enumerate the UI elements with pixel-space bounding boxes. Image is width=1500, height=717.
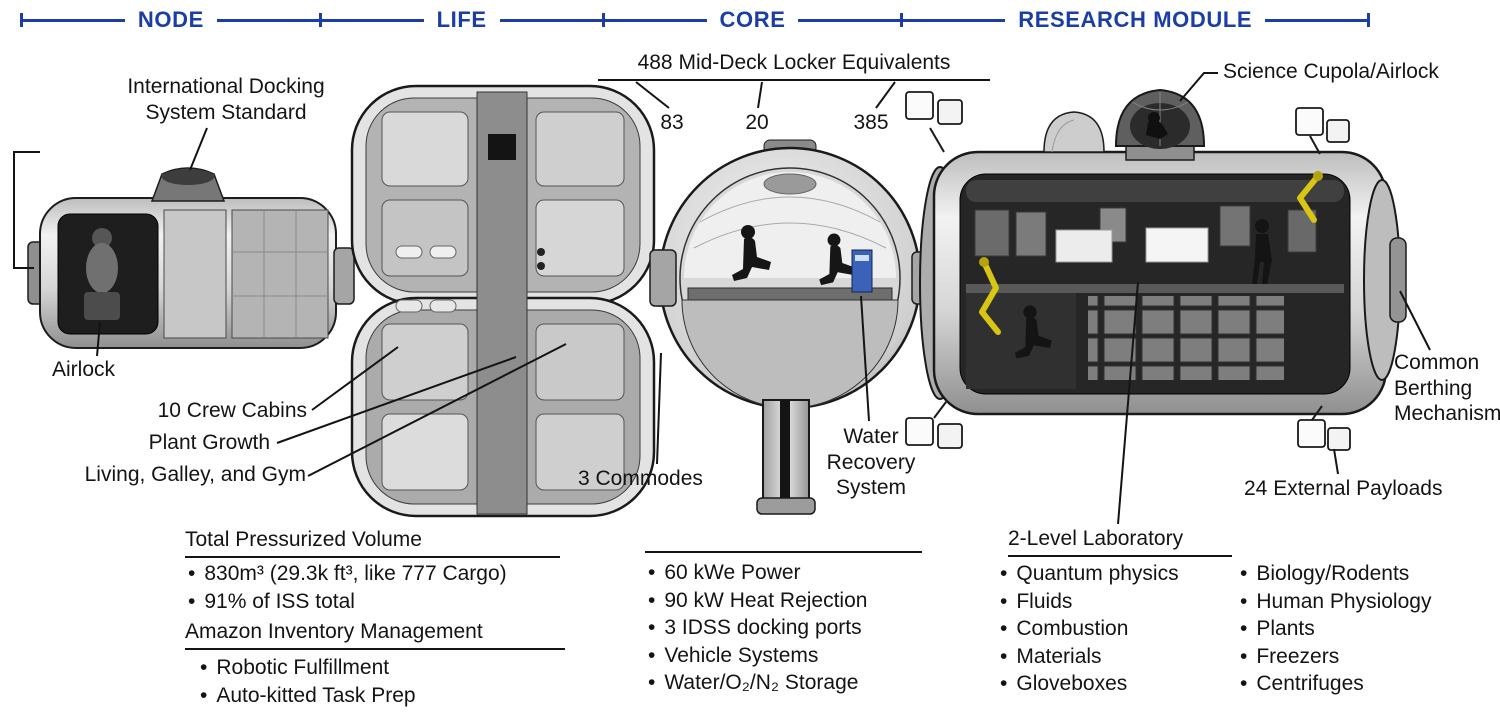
ruler-end-tick [20, 13, 23, 27]
bullet-item: Quantum physics [1000, 560, 1178, 588]
leader-cbm [1399, 290, 1431, 351]
leader-mid-20 [757, 81, 763, 109]
bullet-item: 3 IDSS docking ports [648, 614, 867, 642]
bullet-item: Gloveboxes [1000, 670, 1179, 698]
leader-mid-83 [635, 81, 670, 109]
leader-water-recovery [860, 295, 870, 422]
lab-bench-graphic [1055, 229, 1113, 263]
section-label-node: NODE [137, 7, 204, 32]
pressurized-volume-title: Total Pressurized Volume [185, 527, 560, 558]
leader-mid-385 [875, 81, 896, 109]
bullet-item: Combustion [1000, 615, 1179, 643]
section-label-life: LIFE [436, 7, 487, 32]
crew-cabin-graphic [381, 199, 469, 277]
midlocker-value-research: 385 [853, 111, 889, 134]
astronaut-figure [819, 233, 856, 286]
leader-laboratory [1117, 281, 1139, 525]
water-recovery-label: Water Recovery System [826, 425, 916, 500]
lab-bench-graphic [1145, 227, 1209, 263]
robot-arm-graphic [979, 259, 1001, 335]
crew-cabins-label: 10 Crew Cabins [157, 399, 307, 422]
ruler-separator [900, 13, 904, 27]
astronaut-figure [1014, 305, 1052, 359]
crew-cabin-graphic [535, 413, 625, 491]
leader-commodes [656, 352, 662, 465]
bullet-item: 830m³ (29.3k ft³, like 777 Cargo) [188, 560, 506, 588]
robot-arm-graphic [1297, 173, 1321, 223]
bullet-item: Biology/Rodents [1240, 560, 1431, 588]
ruler-end-tick [1367, 13, 1371, 27]
airlock-label: Airlock [52, 358, 116, 381]
node-module-graphic [27, 167, 355, 349]
crew-cabin-graphic [535, 111, 625, 187]
leader-plant-growth [276, 356, 517, 444]
section-label-research: RESEARCH MODULE [1018, 7, 1253, 32]
cbm-port-graphic [1389, 237, 1407, 323]
life-module-graphic [350, 84, 679, 518]
crew-cabin-graphic [535, 199, 625, 277]
crew-cabin-graphic [381, 323, 469, 401]
living-galley-gym-label: Living, Galley, and Gym [84, 463, 306, 486]
bullet-item: Materials [1000, 643, 1179, 671]
common-berthing-label: Common Berthing Mechanism [1394, 351, 1500, 426]
research-module-graphic [905, 88, 1407, 451]
external-payloads-label: 24 External Payloads [1244, 477, 1443, 500]
bullet-item: 60 kWe Power [648, 559, 867, 587]
external-payloads-graphic [905, 91, 1351, 451]
leader-science-cupola [1179, 72, 1218, 102]
bullet-item: Human Physiology [1240, 588, 1431, 616]
amazon-inventory-title: Amazon Inventory Management [185, 619, 565, 650]
laboratory-list-col1: Quantum physics Fluids Combustion Materi… [1000, 560, 1179, 698]
ruler-separator [601, 13, 605, 27]
leader-external-payloads [1333, 448, 1339, 475]
section-label-core: CORE [719, 7, 786, 32]
midlocker-value-node: 83 [660, 111, 684, 134]
bullet-item: Freezers [1240, 643, 1431, 671]
core-systems-rule [645, 551, 922, 553]
bullet-item: Auto-kitted Task Prep [200, 682, 415, 710]
bullet-item: Fluids [1000, 588, 1179, 616]
bullet-item: 90 kW Heat Rejection [648, 587, 867, 615]
midlocker-value-core: 20 [745, 111, 769, 134]
bullet-item: 91% of ISS total [188, 588, 507, 616]
crew-cabin-graphic [381, 413, 469, 491]
leader-airlock [96, 321, 101, 357]
storage-grid-graphic [1088, 296, 1284, 380]
bullet-item: Centrifuges [1240, 670, 1431, 698]
small-dome-graphic [1043, 111, 1105, 153]
plant-growth-label: Plant Growth [148, 431, 270, 454]
leader-living [307, 343, 567, 477]
ruler-separator [318, 13, 322, 27]
idss-label: International Docking System Standard [127, 75, 325, 124]
bullet-item: Water/O₂/N₂ Storage [648, 669, 867, 697]
laboratory-list-col2: Biology/Rodents Human Physiology Plants … [1240, 560, 1431, 698]
core-systems-list: 60 kWe Power 90 kW Heat Rejection 3 IDSS… [648, 559, 867, 697]
central-corridor-graphic [476, 91, 528, 515]
leader-crew-cabins [311, 346, 399, 411]
commodes-label: 3 Commodes [578, 467, 703, 490]
section-ruler: NODE LIFE CORE RESEARCH MODULE [20, 6, 1371, 34]
bullet-item: Vehicle Systems [648, 642, 867, 670]
laboratory-title: 2-Level Laboratory [1008, 526, 1232, 557]
leader-lines [13, 72, 1431, 525]
midlocker-title: 488 Mid-Deck Locker Equivalents [598, 50, 990, 81]
astronaut-figure [1252, 219, 1272, 284]
bullet-item: Plants [1240, 615, 1431, 643]
leader-idss [189, 127, 208, 171]
crew-cabin-graphic [535, 323, 625, 401]
pressurized-volume-list: 830m³ (29.3k ft³, like 777 Cargo) 91% of… [188, 560, 507, 616]
astronaut-figure [732, 225, 771, 281]
amazon-inventory-list: Robotic Fulfillment Auto-kitted Task Pre… [200, 654, 416, 710]
leader-node-bracket [13, 151, 40, 269]
science-cupola-label: Science Cupola/Airlock [1223, 60, 1439, 83]
crew-cabin-graphic [381, 111, 469, 187]
bullet-item: Robotic Fulfillment [200, 654, 416, 682]
